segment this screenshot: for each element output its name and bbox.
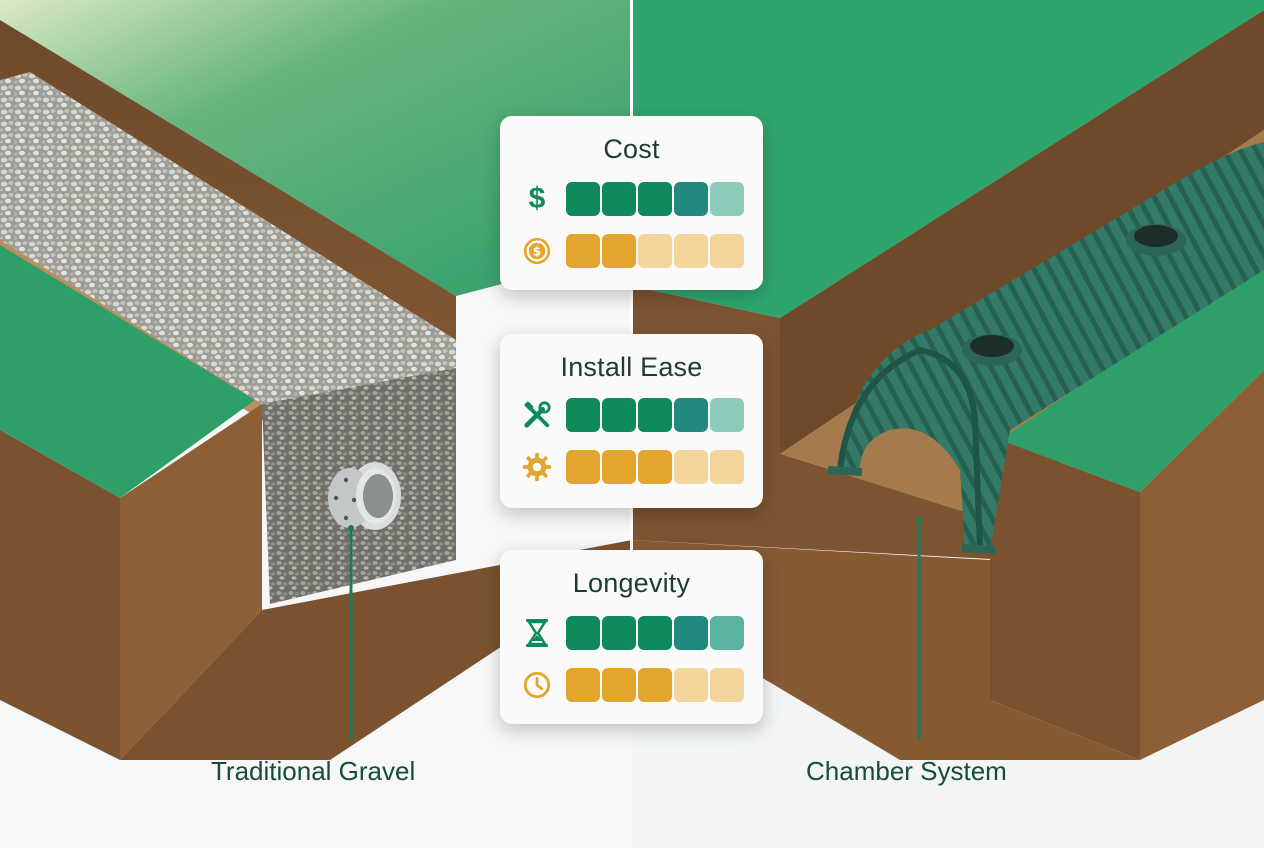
traditional-gravel-label: Traditional Gravel (211, 756, 416, 786)
hourglass-icon (522, 616, 552, 650)
rating-cell (710, 182, 744, 216)
chamber-system-label: Chamber System (806, 756, 1007, 786)
rating-cell (566, 234, 600, 268)
gear-icon (522, 450, 552, 484)
rating-cell (566, 668, 600, 702)
gravel-rating-row (522, 398, 744, 432)
rating-cells (566, 234, 744, 268)
rating-cells (566, 616, 744, 650)
rating-cell (710, 450, 744, 484)
rating-cells (566, 182, 744, 216)
rating-cells (566, 668, 744, 702)
chamber-rating-row (522, 668, 744, 702)
center-divider (630, 290, 633, 334)
rating-cell (602, 450, 636, 484)
rating-cell (638, 398, 672, 432)
card-title: Install Ease (560, 352, 703, 382)
refresh-coin-icon: $ (522, 234, 552, 268)
card-title: Longevity (572, 568, 691, 598)
gravel-rating-row: $ (522, 182, 744, 216)
card-title: Cost (603, 134, 660, 164)
clock-icon (522, 668, 552, 702)
rating-cell (638, 668, 672, 702)
gravel-rating-row (522, 616, 744, 650)
rating-cell (710, 398, 744, 432)
rating-cell (566, 616, 600, 650)
rating-cell (566, 182, 600, 216)
rating-cell (674, 398, 708, 432)
rating-cells (566, 450, 744, 484)
rating-cell (710, 234, 744, 268)
rating-cell (710, 668, 744, 702)
rating-cell (566, 398, 600, 432)
perforated-pipe (328, 462, 401, 530)
rating-cell (602, 234, 636, 268)
cost-card: Cost $ $ (500, 116, 763, 290)
rating-cell (602, 616, 636, 650)
rating-cell (602, 182, 636, 216)
rating-cells (566, 398, 744, 432)
rating-cell (674, 182, 708, 216)
rating-cell (638, 182, 672, 216)
svg-text:$: $ (533, 245, 541, 259)
center-divider (630, 0, 633, 116)
chamber-rating-row (522, 450, 744, 484)
rating-cell (566, 450, 600, 484)
rating-cell (710, 616, 744, 650)
rating-cell (674, 616, 708, 650)
rating-cell (638, 616, 672, 650)
rating-cell (674, 668, 708, 702)
rating-cell (638, 234, 672, 268)
rating-cell (674, 450, 708, 484)
rating-cell (602, 668, 636, 702)
install-ease-card: Install Ease (500, 334, 763, 508)
chamber-units (827, 142, 1264, 554)
longevity-card: Longevity (500, 550, 763, 724)
tools-icon (522, 398, 552, 432)
chamber-rating-row: $ (522, 234, 744, 268)
rating-cell (602, 398, 636, 432)
center-divider (630, 508, 633, 550)
dollar-icon: $ (528, 182, 546, 215)
rating-cell (674, 234, 708, 268)
rating-cell (638, 450, 672, 484)
